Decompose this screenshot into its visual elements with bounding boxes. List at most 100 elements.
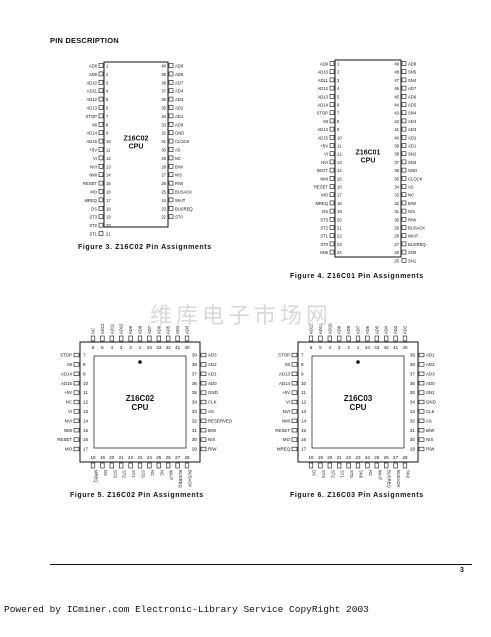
z16c03-plcc-chip-outer	[297, 341, 419, 463]
z16c02-dip-pin-number: 33	[161, 122, 166, 127]
z16c02-plcc-pin-label: AD5	[166, 325, 171, 334]
z16c01-dip-pin-label: ST3	[320, 217, 328, 222]
z16c01-dip-pin-label: AD11	[318, 78, 329, 83]
z16c01-dip-pin-box	[401, 118, 407, 124]
z16c01-dip-pin-number: 33	[394, 193, 399, 198]
z16c01-dip-pin-label: MI	[323, 119, 328, 124]
z16c03-plcc-pin-number: 34	[410, 400, 416, 405]
z16c02-dip-pin-box	[98, 88, 104, 93]
z16c02-dip-pin-number: 17	[106, 198, 111, 203]
z16c02-dip-pin-box	[168, 71, 174, 77]
z16c01-dip-pin-label: AD4	[408, 119, 417, 124]
z16c03-plcc-pin-label: GND	[426, 400, 436, 405]
z16c02-dip-pin-box	[168, 80, 174, 85]
z16c02-plcc-pin-label: GND	[208, 390, 218, 395]
z16c02-dip-pin-label: AD15	[87, 139, 98, 144]
z16c02-plcc-pin-label: +5V	[64, 390, 72, 395]
z16c02-dip-chip-name: Z16C02	[124, 136, 149, 143]
figure-3-caption: Figure 3. Z16C02 Pin Assignments	[78, 244, 212, 251]
z16c02-plcc-chip-name: Z16C02	[126, 394, 155, 403]
z16c01-dip-pin-box	[401, 167, 407, 173]
z16c03-plcc-pin-box	[402, 335, 408, 342]
z16c03-plcc-pin-number: 17	[301, 447, 307, 452]
z16c03-plcc-pin-label: AD1	[426, 353, 435, 358]
z16c02-plcc-pin-number: 17	[83, 447, 89, 452]
z16c02-plcc-pin-box	[200, 362, 207, 367]
z16c01-dip-pin-box	[329, 85, 335, 91]
z16c02-plcc-pin-label: R/W	[208, 447, 217, 452]
z16c03-plcc-pin-label: SN2	[406, 470, 411, 479]
z16c03-plcc-pin-box	[418, 409, 425, 414]
z16c02-dip-pin-label: AD3	[175, 97, 184, 102]
z16c02-dip-pin-label: AD5	[175, 72, 184, 77]
z16c02-dip-pin-box	[98, 222, 104, 228]
z16c01-dip-pin-number: 43	[394, 111, 399, 116]
z16c02-plcc-pin-box	[200, 437, 207, 442]
z16c01-dip-pin-label: +5V	[320, 144, 328, 149]
z16c02-plcc-pin-label: AD4	[175, 325, 180, 334]
z16c02-dip-pin-box	[98, 71, 104, 77]
z16c02-plcc-pin-number: 20	[109, 455, 115, 460]
z16c01-dip-pin-number: 37	[394, 160, 399, 165]
z16c01-dip-pin-box	[401, 241, 407, 247]
z16c03-plcc-pin-label: R/W	[426, 447, 435, 452]
z16c02-plcc-pin-label: ST2	[122, 470, 127, 478]
z16c01-dip-pin-number: 47	[394, 78, 399, 83]
z16c02-dip-pin-number: 12	[106, 156, 111, 161]
z16c02-dip-pin-label: AD8	[89, 64, 98, 69]
z16c02-dip-pin-number: 6	[106, 106, 109, 111]
z16c03-plcc-pin-number: 19	[318, 455, 324, 460]
z16c02-plcc-pin-label: RESET	[57, 437, 72, 442]
z16c01-dip-pin-label: SN4	[408, 111, 417, 116]
z16c02-dip-pin-label: AD14	[87, 131, 98, 136]
z16c02-dip-pin-number: 14	[106, 173, 111, 178]
z16c01-dip-pin-number: 27	[394, 242, 399, 247]
z16c01-dip-pin-box	[329, 249, 335, 255]
z16c02-dip-pin-label: NVI	[90, 164, 97, 169]
z16c02-plcc-pin-number: 31	[192, 428, 198, 433]
z16c02-plcc-pin-label: ST1	[131, 470, 136, 478]
z16c02-plcc-pin-box	[200, 371, 207, 376]
z16c01-dip-pin-number: 32	[394, 201, 399, 206]
z16c01-dip-pin-box	[329, 143, 335, 148]
z16c02-dip-pin-box	[168, 155, 174, 161]
z16c02-plcc-pin-number: 42	[166, 345, 172, 350]
z16c01-dip-pin-box	[329, 118, 335, 124]
z16c01-dip-pin-number: 5	[337, 94, 340, 99]
z16c01-dip-pin-number: 9	[337, 127, 340, 132]
z16c03-plcc-pin-number: 35	[410, 390, 416, 395]
z16c01-dip-pin-box	[329, 176, 335, 181]
z16c02-plcc-pin-number: 22	[128, 455, 134, 460]
z16c01-dip-pin-box	[401, 159, 407, 165]
z16c01-dip-pin-label: AD14	[318, 127, 329, 132]
z16c01-dip-pin-label: SN6	[320, 250, 329, 255]
z16c01-dip-pin-number: 38	[394, 152, 399, 157]
z16c02-plcc-pin-box	[73, 381, 80, 386]
z16c03-plcc-pin-number: 4	[329, 345, 332, 350]
z16c02-plcc-pin-box	[184, 335, 190, 342]
z16c03-plcc-pin-number: 10	[301, 381, 307, 386]
z16c02-dip-pin-label: MI	[92, 122, 97, 127]
z16c02-dip-pin-label: MO	[90, 190, 97, 195]
z16c01-dip-pin-label: STOP	[317, 111, 329, 116]
z16c02-plcc-pin-number: 35	[192, 390, 198, 395]
z16c02-dip-pin-number: 13	[106, 164, 111, 169]
z16c01-dip-pin-label: ST0	[320, 242, 328, 247]
z16c01-dip-pin-label: WAIT	[408, 234, 419, 239]
z16c02-dip-pin-number: 29	[161, 156, 166, 161]
figure-4-caption: Figure 4. Z16C01 Pin Assignments	[290, 273, 424, 280]
z16c02-plcc-pin-box	[128, 335, 133, 342]
z16c01-dip-pin-box	[329, 241, 335, 247]
z16c01-dip-pin-number: 16	[337, 185, 342, 190]
z16c01-dip-pin-number: 26	[394, 250, 399, 255]
z16c02-plcc-pin-box	[73, 428, 80, 433]
z16c02-plcc-pin-label: NC	[66, 400, 72, 405]
z16c02-dip-pin-label: AD4	[175, 89, 184, 94]
z16c02-dip-pin-number: 24	[161, 198, 166, 203]
z16c02-dip-pin-label: DS	[91, 206, 97, 211]
z16c03-plcc-pin-box	[418, 428, 425, 433]
z16c01-dip-pin-box	[401, 110, 407, 115]
z16c01-dip-pin-box	[329, 151, 335, 156]
z16c03-plcc-pin-number: 14	[301, 418, 307, 423]
z16c01-dip-pin-box	[401, 77, 407, 83]
